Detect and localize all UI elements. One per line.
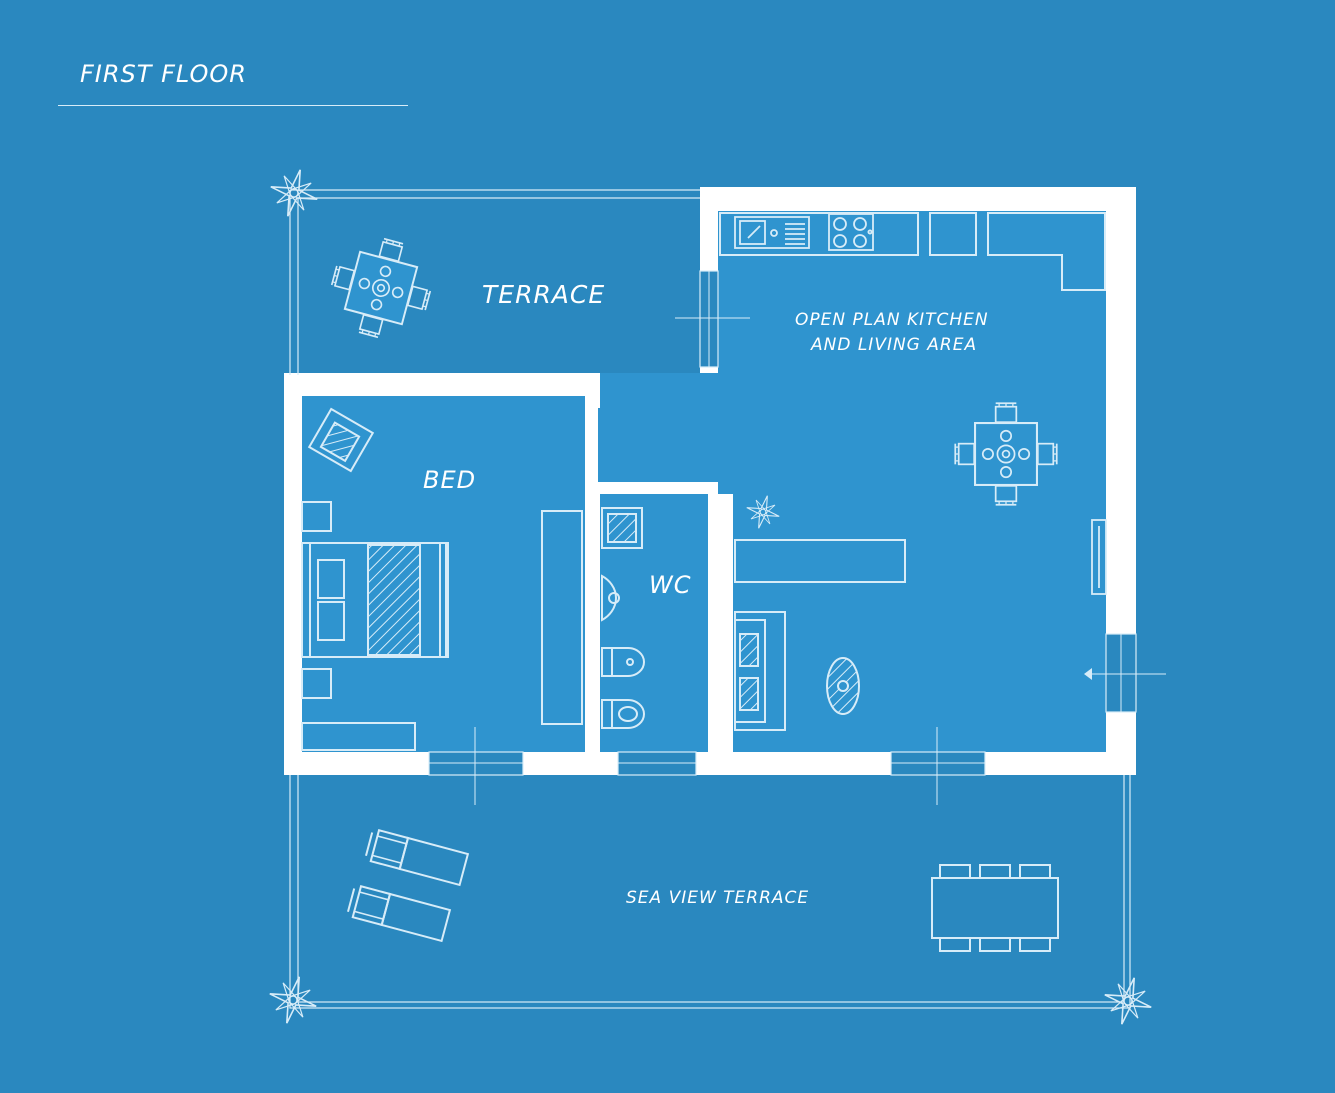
- kitchen-counters: [719, 212, 1106, 291]
- entrance-arrow-icon: [1084, 668, 1092, 680]
- toilet-icon: [601, 699, 645, 729]
- page-title: FIRST FLOOR: [80, 60, 247, 88]
- room-label-bed: BED: [423, 466, 477, 494]
- nightstand: [301, 668, 332, 699]
- bidet-icon: [601, 647, 645, 677]
- sofa-icon: [734, 611, 786, 731]
- title-underline: [58, 105, 408, 106]
- sun-lounger-icon: [345, 883, 451, 942]
- room-label-kitchen-line1: OPEN PLAN KITCHEN: [795, 310, 989, 330]
- desk: [301, 722, 416, 751]
- wardrobe: [541, 510, 583, 725]
- armchair-icon: [307, 407, 375, 473]
- double-bed-icon: [301, 542, 449, 658]
- room-label-terrace: TERRACE: [482, 280, 606, 309]
- shower-icon: [601, 507, 643, 549]
- nightstand: [301, 501, 332, 532]
- compass-rose-icon: [1097, 970, 1159, 1032]
- room-label-kitchen-line2: AND LIVING AREA: [811, 335, 978, 355]
- coffee-table: [826, 657, 860, 715]
- cooktop-icon: [828, 213, 874, 251]
- compass-rose-icon: [262, 969, 324, 1031]
- sun-lounger-icon: [363, 827, 469, 886]
- room-label-sea-view-terrace: SEA VIEW TERRACE: [626, 888, 810, 908]
- dining-table-icon: [931, 864, 1059, 952]
- kitchen-island: [734, 539, 906, 583]
- kitchen-sink-icon: [734, 216, 810, 249]
- sink-icon: [601, 574, 620, 622]
- room-label-wc: WC: [649, 571, 692, 599]
